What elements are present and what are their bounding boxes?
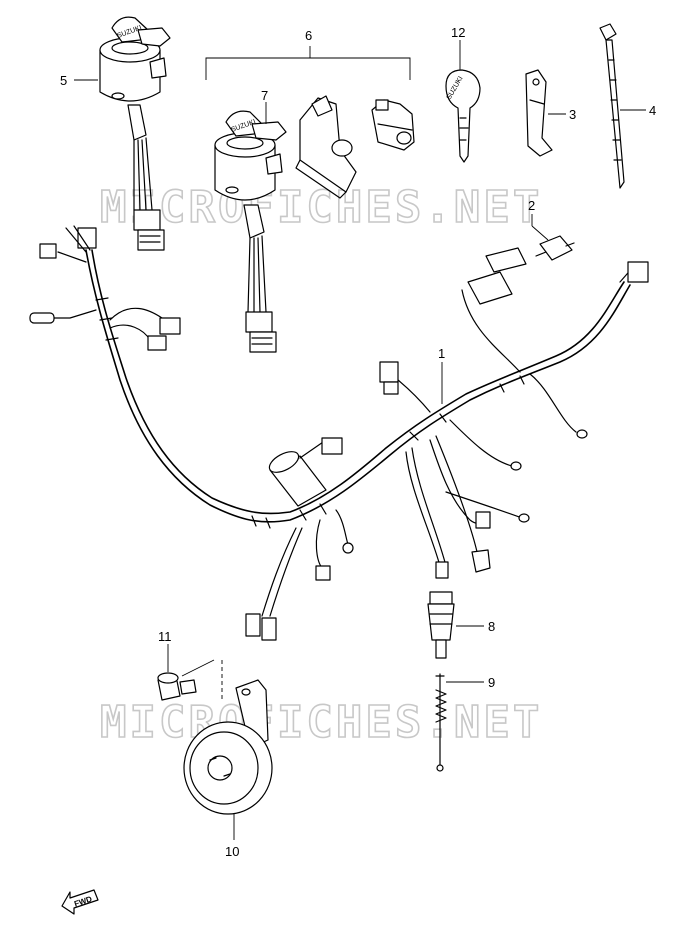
lock-set-part-6[interactable] <box>295 95 415 199</box>
clamp-part-3[interactable] <box>525 69 553 157</box>
watermark-bottom: MICROFICHES.NET <box>100 697 542 748</box>
callout-7: 7 <box>261 88 268 103</box>
callout-11: 11 <box>158 629 172 644</box>
ignition-switch-part-5[interactable]: SUZUKI <box>99 16 171 251</box>
callout-3: 3 <box>569 107 576 122</box>
horn-part-10[interactable] <box>183 679 273 815</box>
wiring-harness-part-1[interactable] <box>29 225 649 641</box>
switch-part-8[interactable] <box>427 591 455 659</box>
fuse-part-2[interactable] <box>535 235 575 261</box>
bracket-part-6 <box>205 46 411 80</box>
callout-1: 1 <box>438 346 445 361</box>
callout-9: 9 <box>488 675 495 690</box>
watermark-top: MICROFICHES.NET <box>100 182 542 233</box>
fwd-arrow-icon: FWD <box>61 889 99 915</box>
spring-part-9[interactable] <box>435 673 447 772</box>
callout-4: 4 <box>649 103 656 118</box>
cable-tie-part-4[interactable] <box>599 23 625 189</box>
callout-6: 6 <box>305 28 312 43</box>
callout-8: 8 <box>488 619 495 634</box>
callout-5: 5 <box>60 73 67 88</box>
key-part-12[interactable]: SUZUKI <box>445 69 481 163</box>
callout-10: 10 <box>225 844 239 859</box>
callout-2: 2 <box>528 198 535 213</box>
callout-12: 12 <box>451 25 465 40</box>
ignition-switch-part-7[interactable]: SUZUKI <box>214 110 287 353</box>
bolt-part-11[interactable] <box>157 672 197 701</box>
